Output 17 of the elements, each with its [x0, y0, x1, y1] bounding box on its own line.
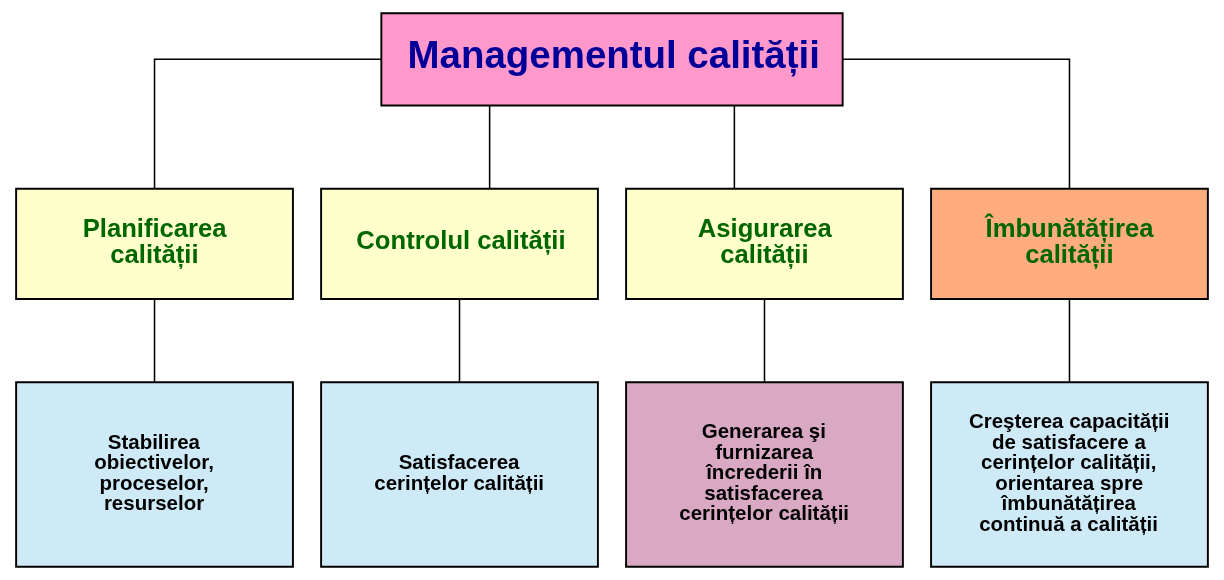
connector	[153, 58, 382, 190]
connector	[1068, 298, 1071, 383]
node-box: Asigurarea calității	[625, 187, 904, 300]
node-box: Îmbunătățirea calității	[930, 187, 1209, 300]
node-box: Controlul calității	[320, 187, 599, 300]
node-box: Creşterea capacității de satisfacere a cerințelor calității, orientarea spre îmbunătățirea continuă a calității	[930, 381, 1209, 568]
node-box: Planificarea calității	[15, 187, 294, 300]
connector	[763, 298, 766, 383]
node-box: Managementul calității	[380, 12, 844, 107]
node-box: Stabilirea obiectivelor, proceselor, resurselor	[15, 381, 294, 568]
node-box: Satisfacerea cerințelor calității	[320, 381, 599, 568]
connector	[842, 58, 1071, 190]
connector	[733, 105, 736, 190]
connector	[153, 298, 156, 383]
node-box: Generarea şi furnizarea încrederii în satisfacerea cerințelor calității	[625, 381, 904, 568]
connector	[488, 105, 491, 190]
connector	[458, 298, 461, 383]
